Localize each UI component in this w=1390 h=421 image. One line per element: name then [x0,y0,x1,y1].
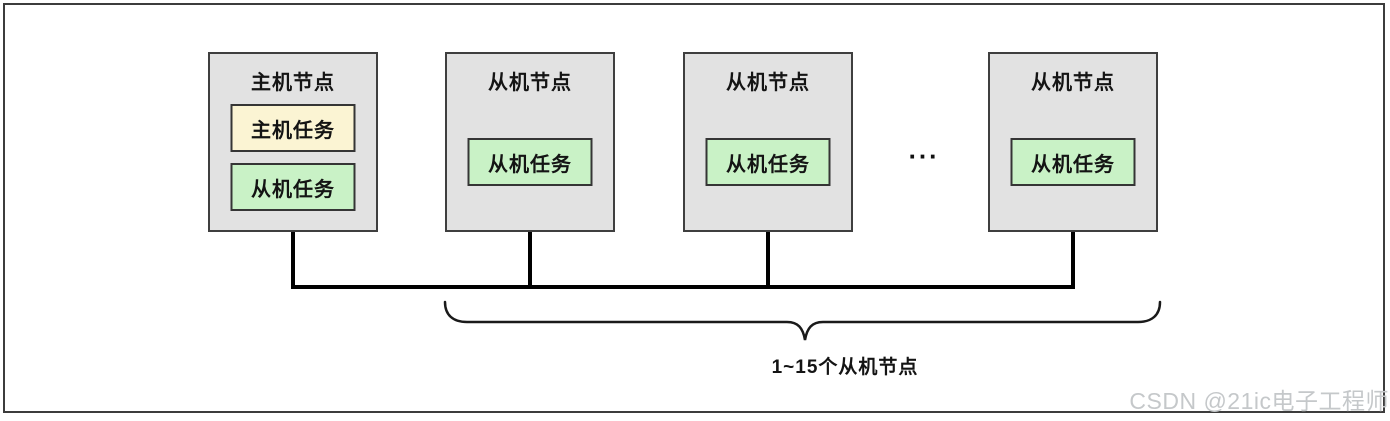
slave-node-title: 从机节点 [726,72,810,94]
bus-drop-line-slave-2 [766,230,770,289]
slave-node-title: 从机节点 [1031,72,1115,94]
bus-drop-line-slave-1 [528,230,532,289]
slave-node-n: 从机节点 从机任务 [988,52,1158,232]
slave-task-box: 从机任务 [705,138,831,186]
slave-node-title: 从机节点 [488,72,572,94]
slave-task-box: 从机任务 [1010,138,1136,186]
brace-label: 1~15个从机节点 [771,357,919,378]
bus-drop-line-slave-n [1071,230,1075,289]
bus-drop-line-master [291,230,295,289]
watermark-text: CSDN @21ic电子工程师 [1129,388,1389,414]
slave-node-2: 从机节点 从机任务 [683,52,853,232]
slave-node-1: 从机节点 从机任务 [445,52,615,232]
outer-frame [3,3,1385,413]
slave-task-box: 从机任务 [467,138,593,186]
master-node-title: 主机节点 [251,72,335,94]
master-task-box: 主机任务 [230,104,356,152]
slave-task-box: 从机任务 [230,163,356,211]
bus-line [291,285,1075,289]
ellipsis-more-nodes: ... [908,134,940,165]
master-node: 主机节点 主机任务 从机任务 [208,52,378,232]
